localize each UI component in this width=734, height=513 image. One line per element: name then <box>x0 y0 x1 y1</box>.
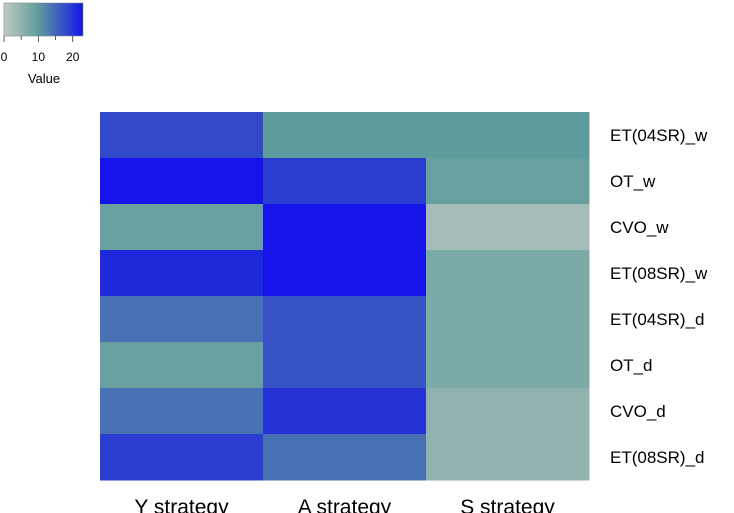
heatmap-cell <box>263 158 427 205</box>
row-label: ET(04SR)_d <box>610 310 704 329</box>
column-label: A strategy <box>298 496 392 513</box>
legend-tick-label: 0 <box>1 50 8 64</box>
column-label: Y strategy <box>134 496 229 513</box>
heatmap-cell <box>426 388 590 435</box>
heatmap-cell <box>426 296 590 343</box>
heatmap-cell <box>100 250 264 297</box>
column-labels: Y strategy A strategy S strategy <box>134 496 555 513</box>
legend-tick-label: 20 <box>66 50 80 64</box>
heatmap-cell <box>100 296 264 343</box>
legend-colorbar <box>3 2 84 37</box>
row-labels: ET(04SR)_wOT_wCVO_wET(08SR)_wET(04SR)_dO… <box>610 126 708 467</box>
heatmap-cell <box>263 296 427 343</box>
heatmap-cell <box>263 388 427 435</box>
heatmap-cell <box>263 434 427 481</box>
column-label: S strategy <box>460 496 555 513</box>
heatmap-grid <box>100 112 590 481</box>
color-legend: 0 10 20 Value <box>1 2 84 86</box>
legend-ticks: 0 10 20 <box>1 36 80 64</box>
heatmap-cell <box>426 204 590 251</box>
heatmap-cell <box>100 204 264 251</box>
row-label: ET(04SR)_w <box>610 126 708 145</box>
row-label: CVO_w <box>610 218 669 237</box>
heatmap-cell <box>426 342 590 389</box>
row-label: OT_d <box>610 356 653 375</box>
heatmap-cell <box>100 342 264 389</box>
heatmap-cell <box>426 434 590 481</box>
row-label: ET(08SR)_d <box>610 448 704 467</box>
heatmap-cell <box>263 112 427 159</box>
heatmap-cell <box>100 434 264 481</box>
heatmap-cell <box>263 204 427 251</box>
heatmap-cell <box>263 342 427 389</box>
heatmap-cell <box>100 112 264 159</box>
row-label: ET(08SR)_w <box>610 264 708 283</box>
heatmap-cell <box>263 250 427 297</box>
row-label: OT_w <box>610 172 656 191</box>
heatmap-cell <box>100 158 264 205</box>
legend-title: Value <box>28 71 60 86</box>
heatmap-cell <box>426 250 590 297</box>
legend-tick-label: 10 <box>32 50 46 64</box>
heatmap-cell <box>426 112 590 159</box>
heatmap-cell <box>100 388 264 435</box>
heatmap-cell <box>426 158 590 205</box>
row-label: CVO_d <box>610 402 666 421</box>
